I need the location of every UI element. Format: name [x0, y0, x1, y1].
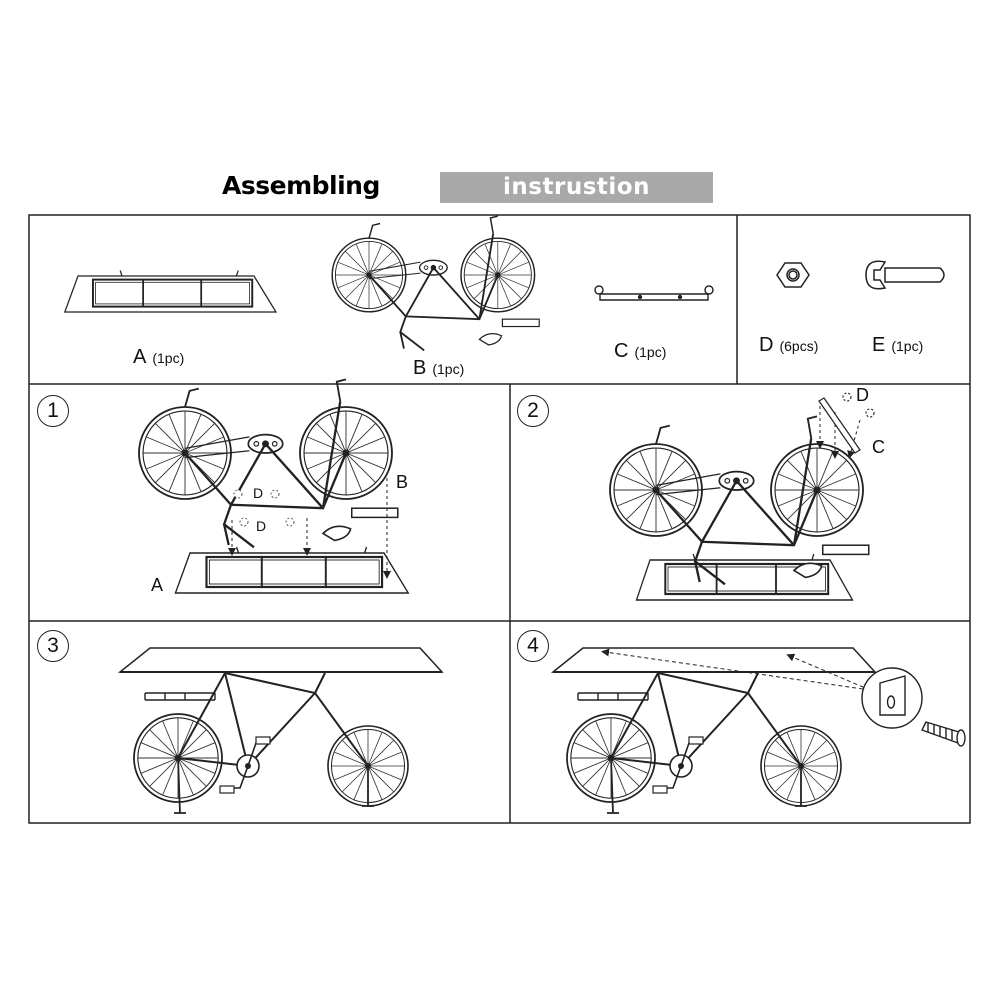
part-a-drawing [63, 269, 277, 313]
title-main: Assembling [222, 171, 380, 200]
step-number-1: 1 [37, 395, 69, 427]
part-c-drawing [594, 285, 714, 301]
step2-label-c: C [872, 437, 885, 457]
part-c-label: C(1pc) [614, 340, 667, 362]
step1-drawing [139, 379, 410, 595]
wall-bracket-icon [861, 667, 923, 729]
step2-drawing [610, 392, 875, 602]
step1-label-d-lower: D [256, 518, 267, 534]
step-number-3: 3 [37, 630, 69, 662]
part-a-label: A(1pc) [133, 346, 185, 368]
step1-label-a: A [151, 575, 164, 595]
step2-label-d: D [856, 385, 869, 405]
step1-label-b: B [396, 472, 409, 492]
step3-drawing [120, 648, 442, 813]
part-b-label: B(1pc) [413, 357, 465, 379]
wrench-icon [865, 260, 945, 290]
step4-drawing [553, 648, 875, 813]
hex-nut-icon [776, 262, 810, 288]
step1-label-d-upper: D [253, 485, 264, 501]
screw-icon [921, 721, 966, 747]
part-b-drawing [332, 216, 539, 350]
step-number-4: 4 [517, 630, 549, 662]
part-e-label: E(1pc) [872, 334, 924, 356]
panel-grid [28, 214, 971, 824]
step-number-2: 2 [517, 395, 549, 427]
title-badge: instrustion [440, 172, 713, 203]
part-d-label: D(6pcs) [759, 334, 819, 356]
